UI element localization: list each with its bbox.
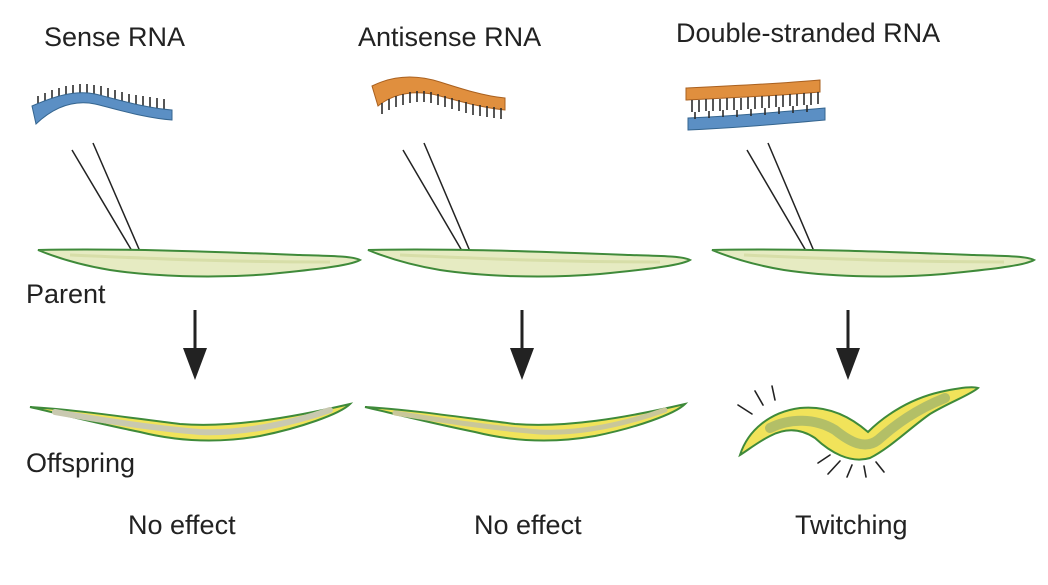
parent-worm-gut bbox=[743, 253, 1005, 264]
base-pair-rungs bbox=[691, 92, 819, 112]
column-title-antisense: Antisense RNA bbox=[358, 22, 542, 52]
injection-needle-icon bbox=[71, 142, 143, 257]
twitching-worm-gut bbox=[765, 393, 950, 450]
row-label-parent: Parent bbox=[26, 279, 106, 309]
antisense-rna-bases bbox=[381, 91, 502, 119]
double-stranded-rna bbox=[685, 79, 826, 131]
result-double-stranded: Twitching bbox=[795, 510, 908, 540]
column-title-sense: Sense RNA bbox=[44, 22, 186, 52]
sense-strand-bases bbox=[694, 105, 808, 119]
result-antisense: No effect bbox=[474, 510, 582, 540]
offspring-worm bbox=[29, 402, 354, 442]
injection-needle-icon bbox=[746, 142, 817, 257]
down-arrow-icon bbox=[836, 310, 860, 380]
sense-rna-strand bbox=[31, 84, 173, 125]
injection-needle-icon bbox=[402, 142, 473, 257]
row-label-offspring: Offspring bbox=[26, 448, 136, 478]
parent-worm-gut bbox=[399, 253, 661, 264]
offspring-worm bbox=[364, 402, 689, 442]
down-arrow-icon bbox=[510, 310, 534, 380]
twitching-offspring-worm bbox=[738, 386, 980, 461]
column-title-double-stranded: Double-stranded RNA bbox=[676, 18, 941, 48]
offspring-worm-gut bbox=[52, 407, 333, 436]
parent-worm-gut bbox=[69, 253, 331, 264]
result-sense: No effect bbox=[128, 510, 236, 540]
antisense-rna-strand bbox=[371, 76, 506, 119]
offspring-worm-gut bbox=[392, 407, 668, 435]
twitch-motion-lines-icon bbox=[737, 385, 885, 478]
down-arrow-icon bbox=[183, 310, 207, 380]
